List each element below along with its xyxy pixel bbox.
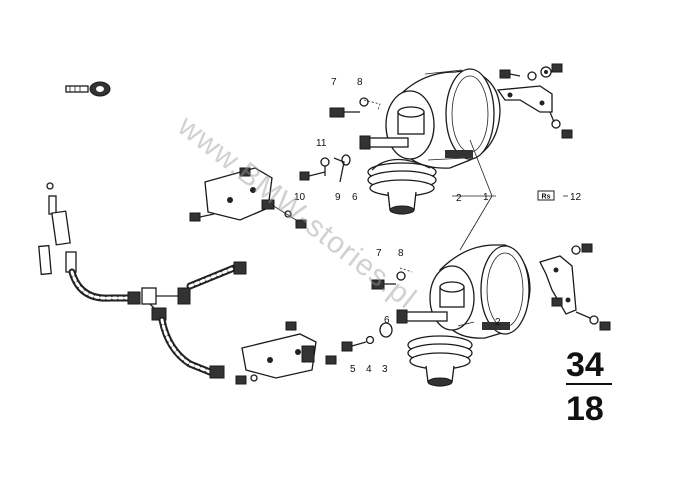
upper-brake-booster [359,68,501,215]
callout-5: 5 [350,364,356,375]
callout-8-upper: 8 [357,77,363,88]
catalog-group-number: 34 18 [566,346,612,428]
callout-2-upper: 2 [456,193,462,204]
callout-1: 1 [483,192,489,203]
lower-brake-booster [396,244,531,387]
callout-numbers: 1 2 2 3 4 5 6 6 7 7 8 8 9 10 11 12 [294,77,582,375]
callout-7-upper: 7 [331,77,337,88]
callout-6-lower: 6 [384,315,390,326]
callout-2-lower: 2 [495,317,501,328]
callout-12: 12 [570,192,582,203]
upper-left-mounting-bracket [189,167,307,229]
lower-left-mounting-bracket [235,321,337,385]
reference-tag: Rs [537,190,555,201]
callout-4: 4 [366,364,372,375]
lower-right-mounting-bracket [539,243,611,331]
upper-right-mounting-bracket [496,63,573,139]
group-number: 34 [566,346,604,384]
sub-number: 18 [566,390,604,428]
lower-small-fasteners [341,271,406,352]
vacuum-hose-assembly [38,182,247,379]
callout-3: 3 [382,364,388,375]
callout-11: 11 [316,138,327,149]
leader-lines [363,99,568,327]
callout-6-upper: 6 [352,192,358,203]
callout-7-lower: 7 [376,248,382,259]
upper-small-fasteners [299,97,369,183]
wrench-key-icon [65,81,111,97]
callout-8-lower: 8 [398,248,404,259]
svg-text:Rs: Rs [542,194,551,201]
callout-10: 10 [294,192,306,203]
callout-9: 9 [335,192,341,203]
